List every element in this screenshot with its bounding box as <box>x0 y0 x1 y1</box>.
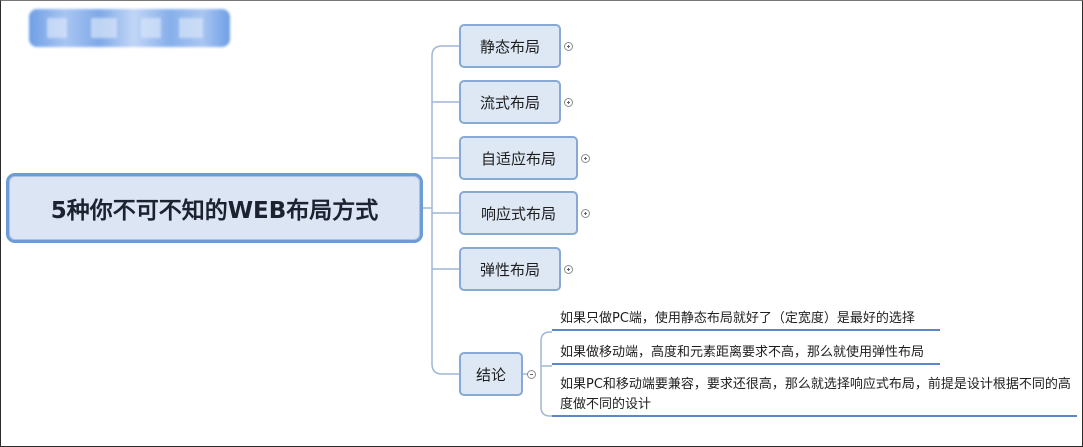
expand-icon[interactable] <box>564 265 573 274</box>
topic-responsive-layout[interactable]: 响应式布局 <box>459 191 578 235</box>
topic-fluid-layout[interactable]: 流式布局 <box>459 80 561 124</box>
conclusion-note-1[interactable]: 如果只做PC端，使用静态布局就好了（定宽度）是最好的选择 <box>552 309 940 331</box>
trunk-line <box>431 56 459 375</box>
root-topic[interactable]: 5种你不可不知的WEB布局方式 <box>6 173 423 243</box>
link-note-3 <box>540 406 552 417</box>
conclusion-note-2[interactable]: 如果做移动端，高度和元素距离要求不高，那么就使用弹性布局 <box>552 343 940 365</box>
blurred-watermark <box>29 9 230 47</box>
topic-adaptive-layout[interactable]: 自适应布局 <box>459 136 578 180</box>
expand-icon[interactable] <box>564 98 573 107</box>
link-topic-1 <box>431 45 459 57</box>
collapse-icon[interactable] <box>527 370 536 379</box>
expand-icon[interactable] <box>581 209 590 218</box>
topic-conclusion[interactable]: 结论 <box>459 352 523 396</box>
link-note-1 <box>540 331 552 342</box>
topic-flex-layout[interactable]: 弹性布局 <box>459 247 561 291</box>
conclusion-note-3[interactable]: 如果PC和移动端要兼容，要求还很高，那么就选择响应式布局，前提是设计根据不同的高… <box>552 375 1077 417</box>
expand-icon[interactable] <box>581 154 590 163</box>
topic-static-layout[interactable]: 静态布局 <box>459 24 561 68</box>
expand-icon[interactable] <box>564 42 573 51</box>
